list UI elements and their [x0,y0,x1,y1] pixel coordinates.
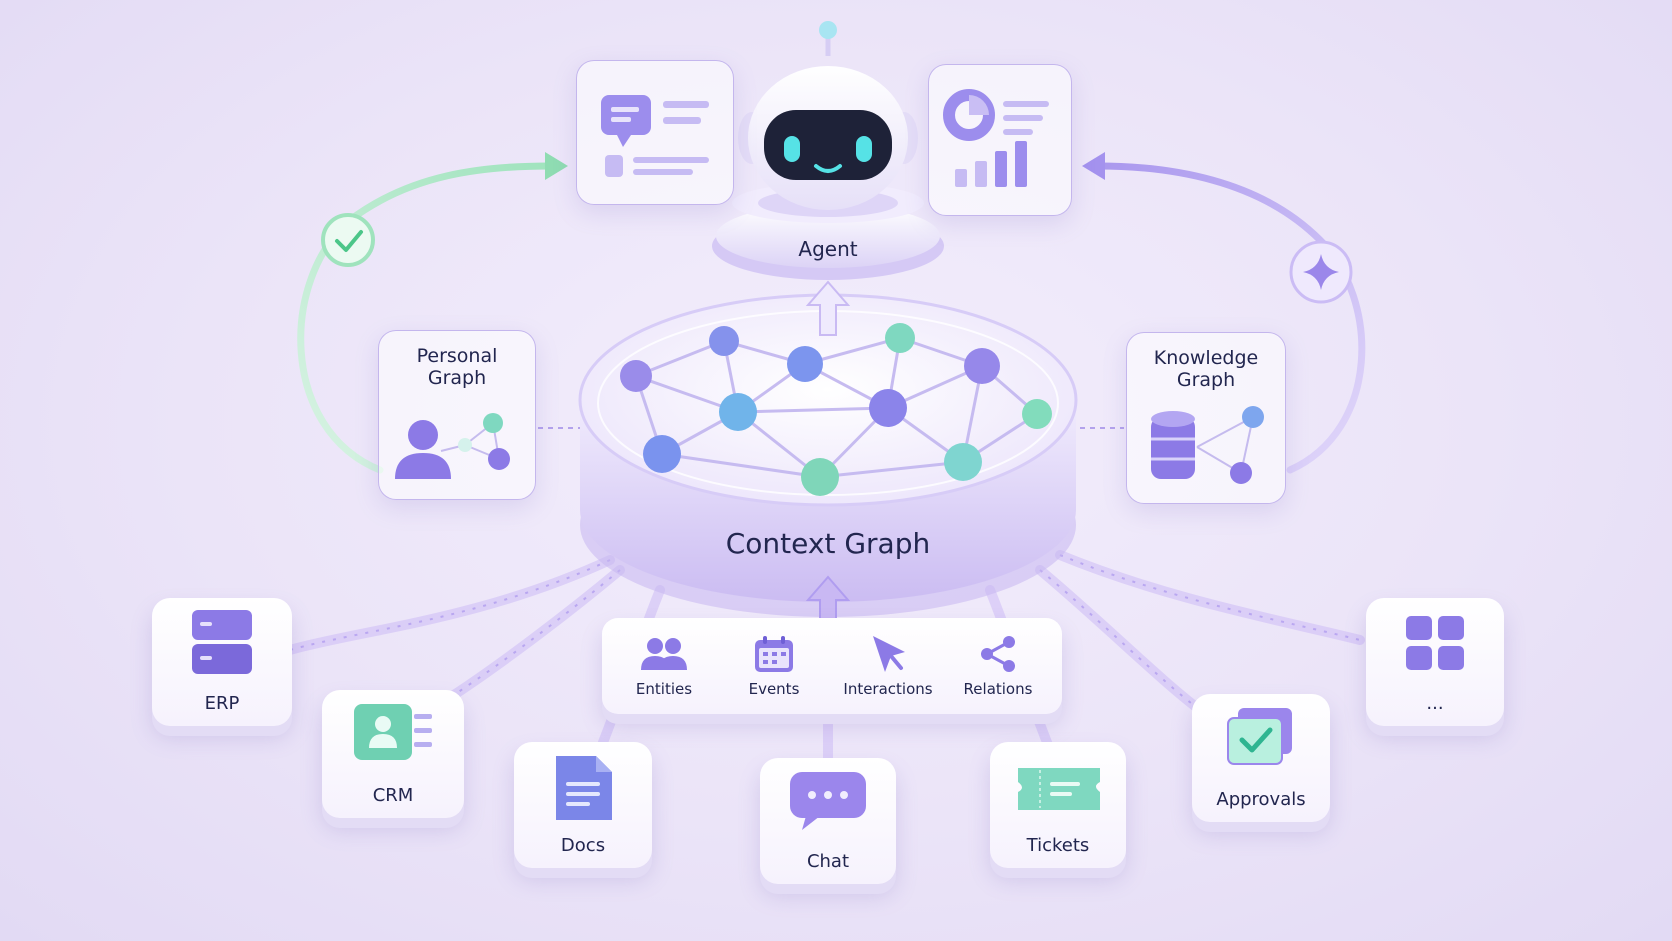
chat-bubble-icon [790,772,866,830]
category-entities[interactable]: Entities [609,634,719,698]
category-relations[interactable]: Relations [943,634,1053,698]
personal-graph-title-line2: Graph [427,367,487,389]
source-more-label: ... [1426,693,1444,714]
network-nodes [620,323,1052,496]
apps-grid-icon [1406,616,1464,670]
source-docs[interactable]: Docs [514,742,652,868]
personal-graph-card[interactable]: Personal Graph [378,330,536,500]
category-relations-label: Relations [963,680,1033,698]
knowledge-graph-title-line2: Graph [1176,369,1236,391]
category-events[interactable]: Events [719,634,829,698]
source-docs-label: Docs [560,835,606,856]
chat-panel [576,60,734,205]
source-chat[interactable]: Chat [760,758,896,884]
agent[interactable]: Agent [712,18,944,288]
source-tickets[interactable]: Tickets [990,742,1126,868]
database-icon [192,610,252,674]
person-network-icon [395,413,510,479]
personal-graph-title-line1: Personal [416,345,498,367]
agent-label: Agent [798,237,858,261]
right-feedback-arc [1086,162,1366,474]
knowledge-graph-card[interactable]: Knowledge Graph [1126,332,1286,504]
category-interactions-label: Interactions [843,680,933,698]
category-interactions[interactable]: Interactions [833,634,943,698]
check-badge-icon [321,213,375,267]
approval-check-icon [1227,708,1292,765]
source-erp-label: ERP [204,693,240,714]
personal-graph-title: Personal Graph [379,345,535,389]
people-icon [641,638,687,670]
source-approvals[interactable]: Approvals [1192,694,1330,822]
analytics-panel [928,64,1072,216]
share-icon [981,636,1015,672]
database-network-icon [1151,406,1264,484]
right-arrowhead-icon [1082,152,1105,180]
category-entities-label: Entities [635,680,693,698]
up-arrow-to-agent [805,280,851,336]
left-arrowhead-icon [545,152,568,180]
knowledge-graph-title-line1: Knowledge [1153,347,1259,369]
analytics-panel-icon [943,89,1049,187]
source-crm-label: CRM [372,785,414,806]
context-graph-label: Context Graph [725,527,931,560]
ticket-icon [1018,768,1100,810]
source-tickets-label: Tickets [1026,835,1090,856]
source-crm[interactable]: CRM [322,690,464,818]
category-events-label: Events [748,680,800,698]
chat-panel-icon [601,95,709,177]
contact-card-icon [354,704,432,760]
cursor-icon [873,636,905,672]
source-erp[interactable]: ERP [152,598,292,726]
source-more[interactable]: ... [1366,598,1504,726]
source-approvals-label: Approvals [1216,789,1306,810]
sparkle-badge-icon [1289,240,1353,304]
calendar-icon [755,636,793,672]
knowledge-graph-title: Knowledge Graph [1127,347,1285,391]
document-icon [556,756,612,820]
robot-icon [712,21,944,280]
source-chat-label: Chat [806,851,850,872]
